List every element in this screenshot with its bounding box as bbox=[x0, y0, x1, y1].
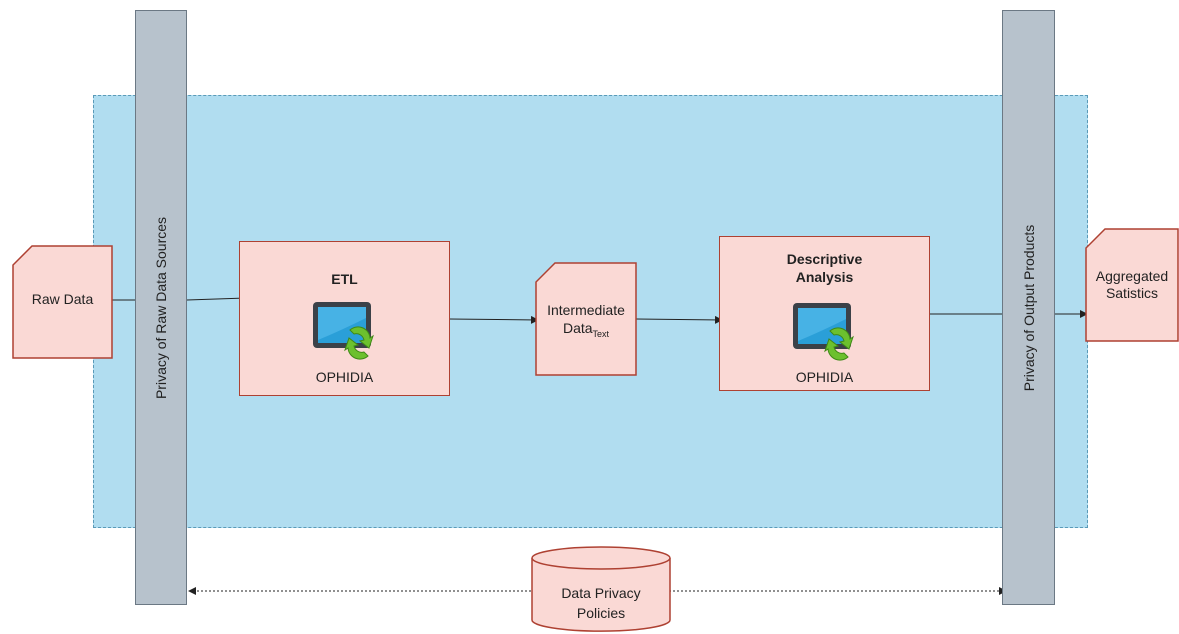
aggregated-label-line2: Satistics bbox=[1105, 285, 1159, 301]
privacy-output-label: Privacy of Output Products bbox=[1020, 224, 1037, 391]
arrow-etl-to-intermediate bbox=[448, 315, 539, 324]
tablet-sync-icon bbox=[313, 302, 374, 360]
tablet-sync-icon bbox=[793, 303, 854, 361]
descriptive-analysis-process: Descriptive Analysis OPHIDIA bbox=[719, 236, 930, 391]
raw-data-shape bbox=[12, 245, 113, 359]
privacy-raw-data-bar: Privacy of Raw Data Sources bbox=[135, 10, 187, 605]
raw-data-label: Raw Data bbox=[31, 291, 94, 307]
data-privacy-policies-label: Data Privacy Policies bbox=[530, 583, 672, 623]
etl-title: ETL bbox=[331, 271, 358, 287]
intermediate-data-shape bbox=[535, 262, 637, 376]
arrow-intermediate-to-descriptive bbox=[635, 315, 723, 324]
privacy-output-bar: Privacy of Output Products bbox=[1002, 10, 1055, 605]
arrow-privacy-to-etl bbox=[186, 294, 247, 303]
aggregated-label-line1: Aggregated bbox=[1095, 268, 1169, 284]
descriptive-title-line1: Descriptive bbox=[786, 251, 863, 267]
descriptive-subtitle: OPHIDIA bbox=[795, 369, 854, 385]
descriptive-title: Descriptive Analysis bbox=[720, 250, 929, 286]
intermediate-label-subscript: Text bbox=[592, 328, 610, 339]
data-privacy-policies-cylinder bbox=[531, 546, 671, 632]
intermediate-label-line1: Intermediate bbox=[547, 302, 625, 318]
aggregated-statistics-label: Aggregated Satistics bbox=[1085, 268, 1179, 302]
descriptive-title-line2: Analysis bbox=[795, 269, 854, 285]
intermediate-label-line2: DataText bbox=[535, 319, 637, 343]
etl-subtitle: OPHIDIA bbox=[315, 369, 374, 385]
intermediate-data-label: Intermediate DataText bbox=[535, 301, 637, 343]
policies-label-line2: Policies bbox=[576, 605, 626, 621]
privacy-raw-data-label: Privacy of Raw Data Sources bbox=[153, 216, 169, 399]
policies-label-line1: Data Privacy bbox=[561, 585, 641, 601]
etl-process: ETL OPHIDIA bbox=[239, 241, 450, 396]
aggregated-statistics-shape bbox=[1085, 228, 1179, 342]
intermediate-label-data: Data bbox=[562, 320, 593, 336]
